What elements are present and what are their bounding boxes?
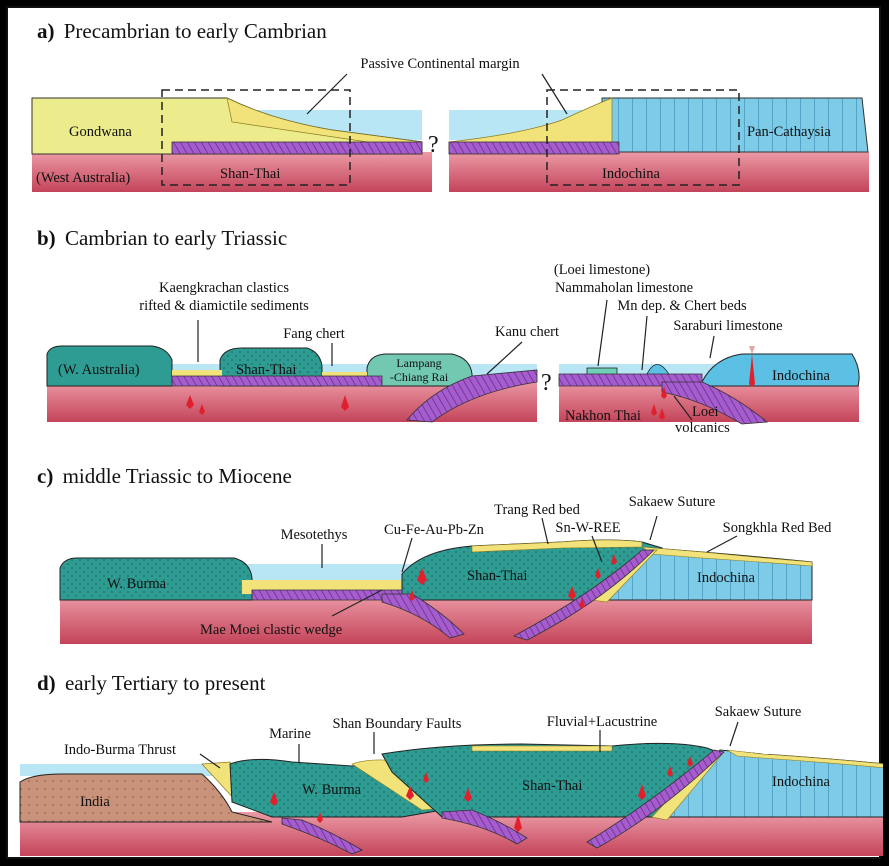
- label-west-australia: (West Australia): [36, 170, 130, 186]
- svg-text:a) Precambrian to early: a) Precambrian to early Cambrian: [37, 19, 327, 43]
- panel-c-title: middle Triassic to Miocene: [63, 464, 292, 488]
- panel-d: d) early Tertiary to present Sakaew Sutu…: [20, 671, 883, 856]
- panel-b: b) Cambrian to early Triassic: [37, 226, 859, 436]
- label-nakhon-thai: Nakhon Thai: [565, 408, 641, 424]
- label-saraburi: Saraburi limestone: [673, 318, 782, 334]
- arrow-trang: [542, 518, 548, 544]
- label-lampang-2: -Chiang Rai: [390, 370, 449, 384]
- label-sn-w: Sn-W-REE: [555, 520, 620, 536]
- tectonic-diagram: a) Precambrian to early Cambrian Passive…: [8, 8, 883, 861]
- panel-b-title: Cambrian to early Triassic: [65, 226, 287, 250]
- arrow-mn: [642, 316, 647, 370]
- label-cu-fe: Cu-Fe-Au-Pb-Zn: [384, 522, 485, 538]
- label-kaengkrachan-2: rifted & diamictile sediments: [139, 298, 309, 314]
- arrow-margin-left: [307, 74, 347, 114]
- label-fluvial: Fluvial+Lacustrine: [547, 714, 657, 730]
- label-indo-burma: Indo-Burma Thrust: [64, 742, 176, 758]
- label-marine: Marine: [269, 726, 311, 742]
- label-shan-thai-b: Shan-Thai: [236, 362, 296, 378]
- arrow-sakaew-c: [650, 516, 657, 540]
- panel-a-letter: a): [37, 19, 55, 43]
- volcano-plume-b: [749, 346, 755, 354]
- panel-c: c) middle Triassic to Miocene Trang Red …: [37, 464, 832, 644]
- label-indochina-b: Indochina: [772, 368, 831, 384]
- panel-d-title: early Tertiary to present: [65, 671, 266, 695]
- fluvial-sediment: [472, 746, 612, 751]
- label-loei-limestone: (Loei limestone): [554, 262, 650, 278]
- arrow-nammaholan: [598, 300, 607, 366]
- label-sakaew-d: Sakaew Suture: [715, 704, 802, 720]
- label-lampang-1: Lampang: [396, 356, 441, 370]
- label-w-australia: (W. Australia): [58, 362, 140, 378]
- label-nammaholan: Nammaholan limestone: [555, 280, 693, 296]
- label-indochina-d: Indochina: [772, 774, 831, 790]
- arrow-songkhla: [707, 536, 737, 552]
- svg-text:c) middle Triassic to Mi: c) middle Triassic to Miocene: [37, 464, 292, 488]
- slab-shan-thai: [172, 142, 422, 154]
- label-songkhla: Songkhla Red Bed: [723, 520, 832, 536]
- label-w-burma-d: W. Burma: [302, 782, 362, 798]
- arrow-sakaew-d: [730, 722, 738, 746]
- panel-a: a) Precambrian to early Cambrian Passive…: [32, 19, 869, 192]
- label-w-burma-c: W. Burma: [107, 576, 167, 592]
- arrow-margin-right: [542, 74, 567, 114]
- label-trang: Trang Red bed: [494, 502, 580, 518]
- svg-text:b) Cambrian to early Tri: b) Cambrian to early Triassic: [37, 226, 287, 250]
- panel-c-letter: c): [37, 464, 53, 488]
- question-mark-a: ?: [428, 132, 439, 158]
- label-shan-thai-a: Shan-Thai: [220, 166, 280, 182]
- label-gondwana: Gondwana: [69, 124, 132, 140]
- arrow-saraburi: [710, 336, 714, 358]
- label-mn-dep: Mn dep. & Chert beds: [617, 298, 747, 314]
- label-shan-thai-c: Shan-Thai: [467, 568, 527, 584]
- label-kanu-chert: Kanu chert: [495, 324, 559, 340]
- label-passive-margin: Passive Continental margin: [360, 56, 520, 72]
- label-indochina-a: Indochina: [602, 166, 661, 182]
- label-kaengkrachan-1: Kaengkrachan clastics: [159, 280, 289, 296]
- label-shan-boundary: Shan Boundary Faults: [333, 716, 462, 732]
- label-loei-volcanics-1: Loei: [692, 404, 719, 420]
- label-mae-moei: Mae Moei clastic wedge: [200, 622, 342, 638]
- svg-text:d) early Tertiary to pre: d) early Tertiary to present: [37, 671, 266, 695]
- label-india: India: [80, 794, 110, 810]
- label-sakaew-c: Sakaew Suture: [629, 494, 716, 510]
- label-loei-volcanics-2: volcanics: [675, 420, 730, 436]
- panel-d-letter: d): [37, 671, 56, 695]
- label-pan-cathaysia: Pan-Cathaysia: [747, 124, 831, 140]
- label-shan-thai-d: Shan-Thai: [522, 778, 582, 794]
- slab-indochina: [449, 142, 619, 154]
- label-mesotethys: Mesotethys: [281, 527, 348, 543]
- question-mark-b: ?: [541, 370, 552, 396]
- figure-frame: a) Precambrian to early Cambrian Passive…: [6, 6, 881, 859]
- label-fang-chert: Fang chert: [283, 326, 345, 342]
- label-indochina-c: Indochina: [697, 570, 756, 586]
- panel-b-letter: b): [37, 226, 56, 250]
- panel-a-title: Precambrian to early Cambrian: [64, 19, 327, 43]
